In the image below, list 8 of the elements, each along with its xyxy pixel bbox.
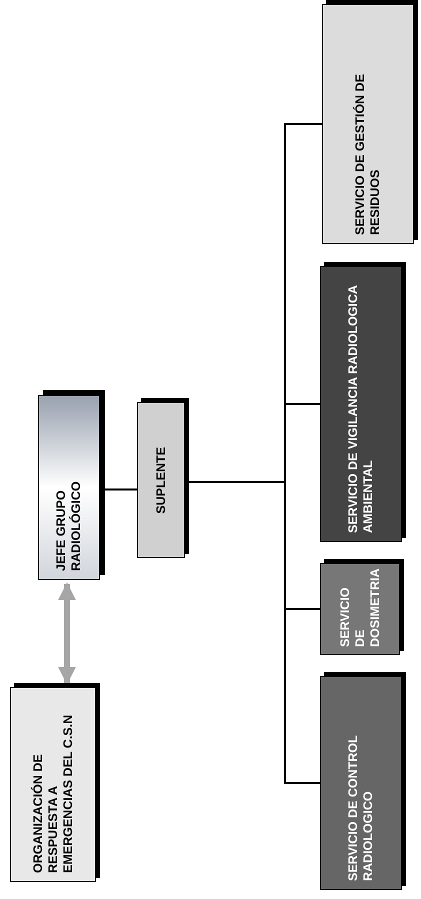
- double-arrow: [58, 582, 76, 685]
- box-label: ORGANIZACIÓN DE RESPUESTA A EMERGENCIAS DEL C.S.N: [30, 714, 76, 873]
- box-label: SERVICIO DE GESTIÓN DE RESIDUOS: [353, 73, 383, 235]
- box-label: SUPLENTE: [154, 446, 168, 514]
- box-label: SERVICIO DE VIGILANCIA RADIOLOGICA AMBIENTAL: [346, 284, 376, 533]
- box-label: JEFE GRUPO RADIOLÓGICO: [54, 480, 84, 571]
- box-label: SERVICIO DE CONTROL RADIOLOGICO: [346, 734, 376, 881]
- box-label: SERVICIO DE DOSIMETRIA: [338, 571, 382, 647]
